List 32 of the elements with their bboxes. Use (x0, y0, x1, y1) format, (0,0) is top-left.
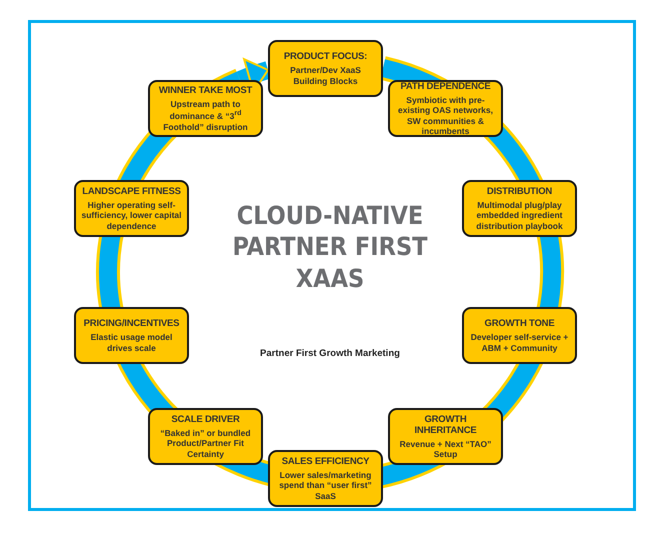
step-description: Developer self-service + ABM + Community (470, 332, 570, 353)
step-description: “Baked in” or bundled Product/Partner Fit Certainty (159, 428, 252, 459)
step-description: Partner/Dev XaaS Building Blocks (289, 65, 362, 86)
step-description: Higher operating self-sufficiency, lower capital dependence (81, 200, 182, 231)
step-heading: PATH DEPENDENCE (400, 81, 491, 92)
step-heading: LANDSCAPE FITNESS (82, 186, 181, 198)
step-heading: SALES EFFICIENCY (282, 456, 370, 468)
step-box (74, 307, 189, 364)
step-box (462, 307, 577, 364)
step-description: Lower sales/marketing spend than “user first” SaaS (278, 470, 373, 501)
step-heading: GROWTH TONE (484, 318, 554, 330)
tagline: Partner First Growth Marketing (259, 348, 401, 359)
step-box (148, 80, 263, 137)
step-heading: WINNER TAKE MOST (158, 85, 252, 96)
step-box (74, 180, 189, 237)
step-heading: PRODUCT FOCUS: (284, 51, 368, 62)
step-description: Multimodal plug/play embedded ingredient distribution playbook (475, 200, 564, 231)
step-heading: PRICING/INCENTIVES (84, 318, 180, 330)
step-description: Elastic usage model drives scale (90, 332, 174, 353)
step-description: Upstream path to dominance & “3$^{rd}$ Foothold” disruption (162, 99, 249, 132)
step-description: Revenue + Next “TAO” Setup (398, 438, 492, 460)
diagram-title: CLOUD-NATIVE PARTNER FIRST XAAS (231, 200, 429, 294)
step-heading: SCALE DRIVER (171, 414, 240, 426)
step-box (388, 408, 503, 465)
step-box (388, 80, 503, 137)
step-heading: DISTRIBUTION (486, 186, 552, 198)
step-box (268, 450, 383, 507)
step-box (148, 408, 263, 465)
step-description: Symbiotic with pre-existing OAS networks, SW communities & incumbents (397, 95, 494, 136)
step-heading: GROWTH INHERITANCE (413, 414, 478, 436)
step-box (462, 180, 577, 237)
step-box (268, 40, 383, 97)
